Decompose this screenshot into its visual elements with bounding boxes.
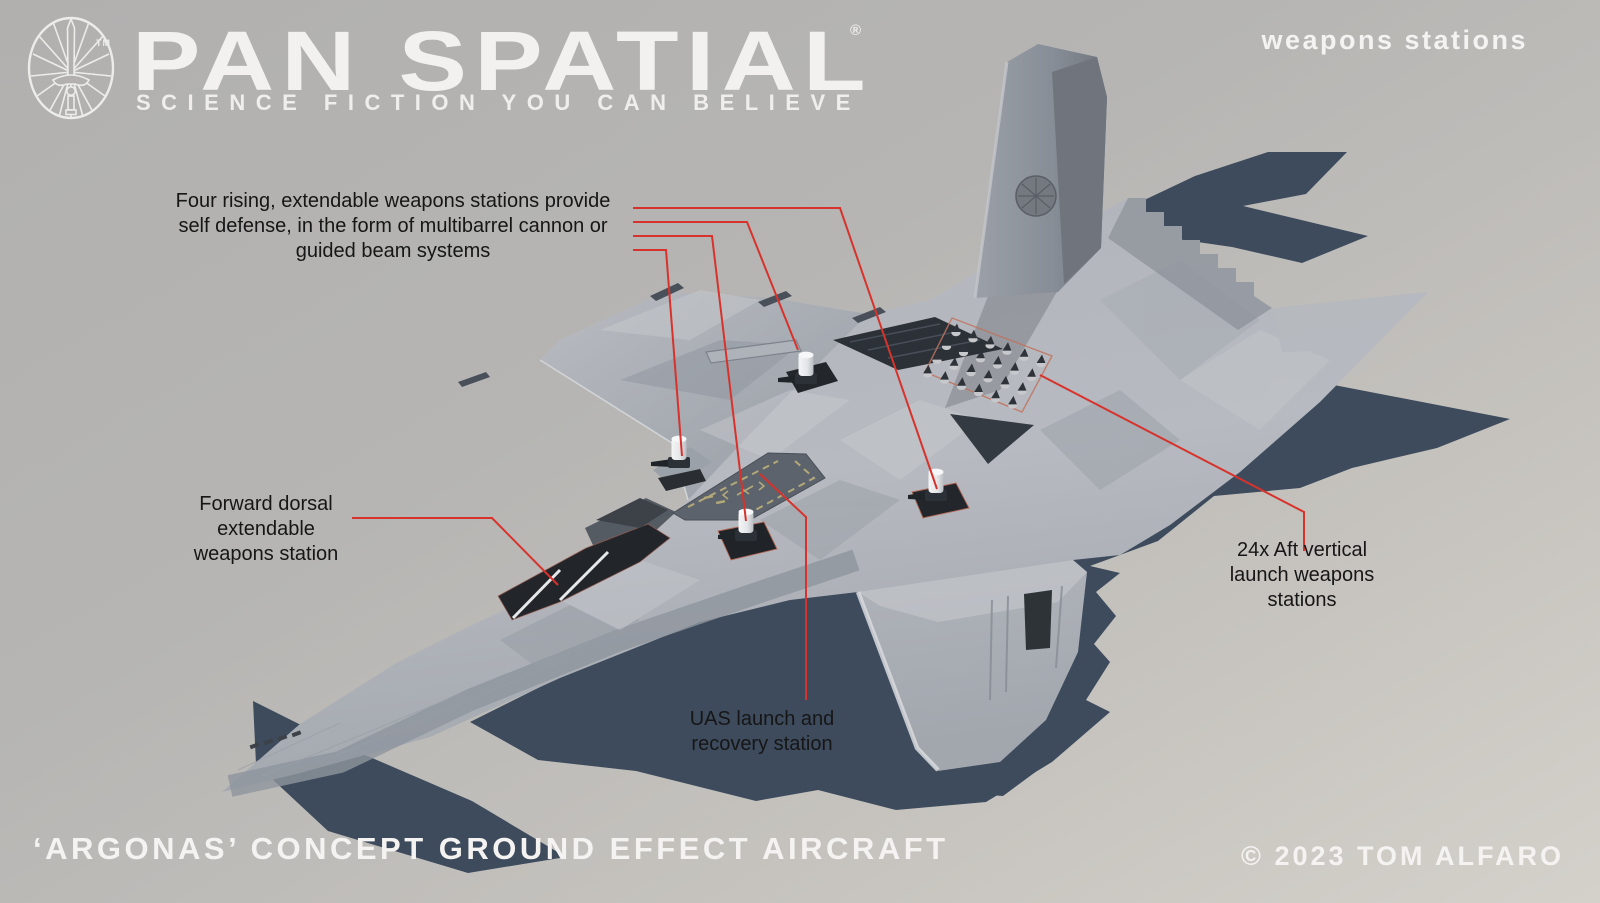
- uas-pad: [672, 452, 826, 521]
- weapons-turrets: [651, 351, 970, 561]
- hatch-panel: [705, 339, 802, 364]
- leader-four-rising-4: [633, 249, 683, 457]
- leader-four-rising-2: [633, 221, 799, 351]
- annotation-forward-dorsal-station: Forward dorsal extendable weapons statio…: [193, 493, 339, 565]
- aircraft-hull: [222, 44, 1428, 797]
- wing-vanes: [458, 283, 886, 387]
- annotation-four-rising-stations: Four rising, extendable weapons stations…: [175, 190, 611, 262]
- leader-uas: [759, 473, 807, 700]
- intake-vents: [833, 317, 1034, 464]
- sword-glyph: [51, 16, 91, 116]
- annotation-aft-vertical-launch: 24x Aft vertical launch weapons stations: [1229, 539, 1375, 611]
- uas-pad-dashes: [703, 494, 726, 505]
- cockpit-bay: [497, 498, 676, 621]
- leader-aft-vertical: [1039, 374, 1305, 551]
- leader-four-rising-1: [633, 207, 938, 490]
- page-label: weapons stations: [1261, 25, 1528, 55]
- panel-seams: [237, 661, 561, 777]
- logo-trademark-mark: TM: [96, 38, 111, 48]
- registered-mark: ®: [850, 22, 862, 39]
- leader-forward-dorsal: [352, 517, 559, 586]
- leader-four-rising-3: [633, 235, 747, 522]
- brand-title: PAN SPATIAL: [132, 14, 873, 108]
- annotation-uas-station: UAS launch and recovery station: [689, 708, 835, 755]
- camo-patches: [500, 260, 1428, 670]
- fin-emblem: [1015, 175, 1057, 217]
- stern-block: [855, 560, 1087, 772]
- missile-grid: [922, 317, 1053, 413]
- tail-fin: [945, 44, 1107, 408]
- brand-tagline: SCIENCE FICTION YOU CAN BELIEVE: [136, 90, 861, 115]
- aircraft-title: ‘ARGONAS’ CONCEPT GROUND EFFECT AIRCRAFT: [33, 831, 949, 866]
- pan-spatial-logo-icon: [27, 16, 115, 120]
- copyright-credit: © 2023 TOM ALFARO: [1241, 841, 1564, 871]
- uas-pad-symbol: [721, 481, 766, 500]
- hull-lower-band: [227, 549, 860, 797]
- leader-lines: [352, 207, 1305, 700]
- nose-dashes: [249, 730, 302, 750]
- serrated-block: [1108, 198, 1272, 330]
